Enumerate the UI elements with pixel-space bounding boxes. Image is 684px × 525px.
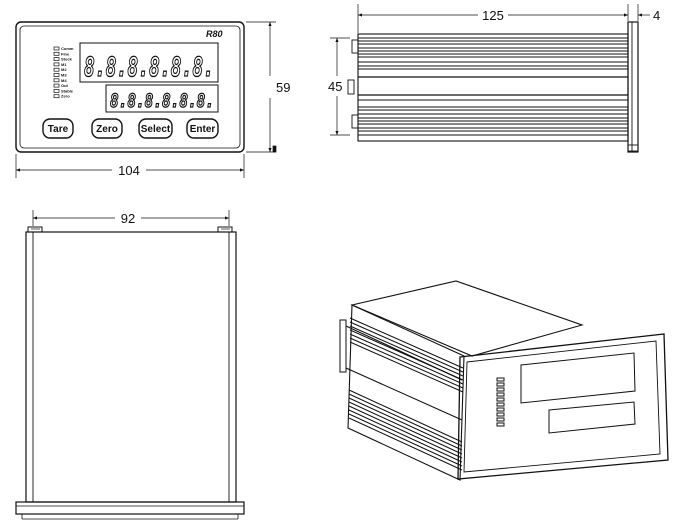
sub-display-digits: 8.8.8.8.8.8. bbox=[110, 90, 214, 112]
indicator-led bbox=[53, 51, 60, 56]
front-view bbox=[15, 21, 245, 153]
tare-button-label: Tare bbox=[48, 124, 69, 135]
front-height-dimension: 59 bbox=[276, 80, 290, 95]
top-dimension-lines bbox=[32, 210, 230, 226]
indicator-label: M3 bbox=[61, 73, 67, 78]
indicator-label: M1 bbox=[61, 62, 67, 67]
indicator-label: M4 bbox=[61, 78, 67, 83]
indicator-led bbox=[53, 83, 60, 88]
front-width-dimension: 104 bbox=[118, 163, 140, 178]
top-flange bbox=[15, 501, 245, 515]
indicator-label: M2 bbox=[61, 67, 67, 72]
enter-button[interactable] bbox=[186, 118, 219, 139]
indicator-led bbox=[53, 78, 60, 83]
side-length-dimension: 125 bbox=[482, 8, 504, 23]
indicator-label: Fine bbox=[61, 51, 70, 56]
sub-display-window bbox=[105, 84, 219, 113]
front-dimension-lines bbox=[15, 21, 277, 178]
iso-sub-display bbox=[548, 401, 636, 434]
indicator-label: Stock bbox=[61, 57, 73, 62]
indicator-led bbox=[53, 89, 60, 93]
iso-bezel-inner bbox=[463, 340, 661, 473]
side-height-dimension: 45 bbox=[328, 79, 342, 94]
indicator-list: Comm Fine Stock M1 M2 M3 M4 Out Stable Z… bbox=[53, 46, 74, 99]
top-housing bbox=[25, 231, 237, 503]
indicator-label: Stable bbox=[61, 88, 74, 93]
iso-main-display bbox=[520, 352, 636, 404]
iso-housing-side bbox=[347, 304, 465, 481]
indicator-led bbox=[53, 57, 60, 61]
isometric-view bbox=[339, 280, 669, 481]
brand-logo: R80 bbox=[206, 29, 223, 39]
flange-thickness-dimension: 4 bbox=[653, 8, 660, 23]
tare-button[interactable] bbox=[42, 118, 74, 139]
indicator-led bbox=[53, 94, 60, 99]
side-flange bbox=[627, 21, 639, 153]
indicator-led bbox=[53, 67, 60, 72]
indicator-label: Out bbox=[61, 83, 69, 88]
enter-button-label: Enter bbox=[190, 124, 216, 135]
zero-button[interactable] bbox=[91, 118, 123, 139]
zero-button-label: Zero bbox=[96, 124, 118, 135]
iso-housing-top bbox=[350, 280, 584, 357]
side-dimension-lines bbox=[330, 4, 650, 136]
select-button-label: Select bbox=[141, 124, 171, 135]
main-display-digits: 8.8.8.8.8.8. bbox=[84, 52, 214, 83]
indicator-label: Comm bbox=[61, 46, 74, 51]
side-view bbox=[347, 21, 639, 153]
front-bezel-inner bbox=[19, 25, 241, 149]
front-buttons: Tare Zero Select Enter bbox=[42, 118, 219, 139]
select-button[interactable] bbox=[138, 118, 173, 139]
side-housing bbox=[357, 33, 629, 142]
iso-bezel-outer bbox=[457, 333, 669, 480]
indicator-led bbox=[53, 73, 60, 77]
indicator-led bbox=[53, 62, 60, 67]
top-width-dimension: 92 bbox=[121, 211, 135, 226]
front-bezel-outer bbox=[15, 21, 245, 153]
main-display-window bbox=[79, 42, 219, 83]
indicator-label: Zero bbox=[61, 94, 70, 99]
top-view bbox=[15, 226, 245, 520]
indicator-led bbox=[53, 46, 60, 51]
